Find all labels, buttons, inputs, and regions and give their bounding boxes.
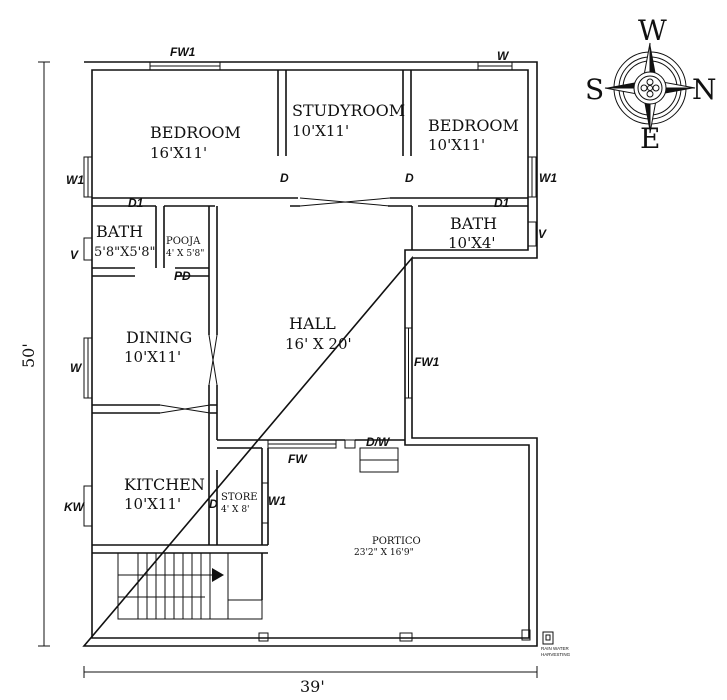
tag-fw1-hall: FW1 — [414, 355, 440, 369]
tag-w1-store: W1 — [268, 494, 286, 508]
tag-d-left: D — [280, 171, 289, 185]
interior-walls — [92, 70, 528, 600]
doors — [159, 197, 399, 473]
tag-fw1-top: FW1 — [170, 45, 196, 59]
portico-name: PORTICO — [372, 536, 421, 547]
outer-walls — [82, 61, 538, 647]
compass-west: W — [638, 14, 667, 47]
tag-fw: FW — [288, 452, 308, 466]
store-dim: 4' X 8' — [221, 505, 250, 515]
tag-w-top: W — [497, 49, 510, 63]
bedroom2-name: BEDROOM — [428, 116, 519, 135]
tag-pd: PD — [174, 269, 191, 283]
pooja-dim: 4' X 5'8" — [166, 249, 204, 259]
opening-tags: FW1 W W1 W1 D1 D1 D D V V PD W FW1 D/W F… — [64, 45, 557, 514]
dining-name: DINING — [126, 328, 192, 347]
compass-icon — [604, 42, 696, 134]
bedroom2-dim: 10'X11' — [428, 136, 485, 154]
tag-d1-left: D1 — [128, 196, 144, 210]
store-name: STORE — [221, 492, 258, 503]
bath1-name: BATH — [96, 222, 143, 241]
studyroom-dim: 10'X11' — [292, 122, 349, 140]
hall-dim: 16' X 20' — [285, 335, 352, 353]
staircase — [117, 552, 263, 620]
portico-dim: 23'2" X 16'9" — [354, 548, 414, 558]
studyroom-name: STUDYROOM — [292, 101, 405, 120]
room-labels: BEDROOM 16'X11' STUDYROOM 10'X11' BEDROO… — [94, 101, 519, 558]
windows — [83, 61, 537, 527]
pooja-name: POOJA — [166, 236, 201, 247]
kitchen-name: KITCHEN — [124, 475, 205, 494]
tag-d-right: D — [405, 171, 414, 185]
bath2-dim: 10'X4' — [448, 234, 496, 252]
tag-v-right: V — [538, 227, 547, 241]
compass-east: E — [640, 122, 660, 155]
rainwater-line1: RAIN WATER — [541, 646, 569, 651]
tag-w1-right: W1 — [539, 171, 557, 185]
dimension-lines — [38, 61, 538, 678]
tag-v-left: V — [70, 248, 79, 262]
tag-w-dining: W — [70, 361, 83, 375]
tag-d-store: D — [209, 497, 218, 511]
bedroom1-dim: 16'X11' — [150, 144, 207, 162]
bath1-dim: 5'8"X5'8" — [94, 245, 155, 260]
tag-w1-left: W1 — [66, 173, 84, 187]
portico-details — [258, 629, 554, 645]
tag-kw: KW — [64, 500, 86, 514]
compass-north: N — [692, 73, 717, 106]
kitchen-dim: 10'X11' — [124, 495, 181, 513]
dimension-width: 39' — [300, 677, 325, 696]
bedroom1-name: BEDROOM — [150, 123, 241, 142]
compass-south: S — [585, 73, 604, 106]
hall-name: HALL — [289, 314, 336, 333]
tag-d1-right: D1 — [494, 196, 510, 210]
tag-dw: D/W — [366, 435, 391, 449]
dining-dim: 10'X11' — [124, 348, 181, 366]
bath2-name: BATH — [450, 214, 497, 233]
rainwater-line2: HARVESTING — [541, 652, 571, 657]
dimension-depth: 50' — [19, 343, 38, 368]
